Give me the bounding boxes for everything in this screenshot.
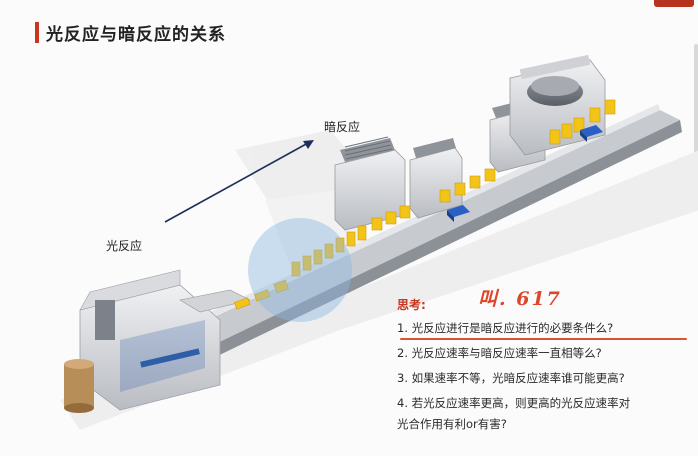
title-accent-bar	[35, 22, 39, 43]
magnifier-circle	[248, 218, 352, 322]
question-4-continued: 光合作用有利or有害?	[397, 417, 507, 431]
question-3: 3. 如果速率不等，光暗反应速率谁可能更高?	[397, 371, 625, 385]
think-heading: 思考:	[397, 298, 426, 312]
film-roll	[64, 359, 94, 413]
question-4: 4. 若光反应速率更高，则更高的光反应速率对	[397, 396, 631, 410]
slide-title: 光反应与暗反应的关系	[46, 25, 226, 45]
handwritten-underline	[400, 338, 687, 340]
scrollbar[interactable]	[694, 44, 698, 154]
arrow-icon	[164, 140, 314, 223]
label-light-reaction: 光反应	[106, 239, 143, 253]
corner-button[interactable]	[654, 0, 694, 7]
blue-crates	[447, 125, 603, 222]
question-2: 2. 光反应速率与暗反应速率一直相等么?	[397, 346, 602, 360]
question-1: 1. 光反应进行是暗反应进行的必要条件么?	[397, 321, 614, 335]
handwritten-annotation: 叫. 617	[478, 288, 562, 310]
product-units	[234, 99, 616, 310]
label-dark-reaction: 暗反应	[324, 120, 361, 134]
